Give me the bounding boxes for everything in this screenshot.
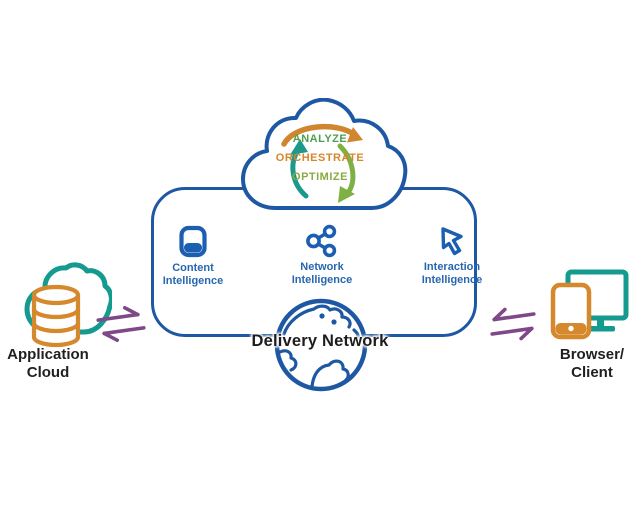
globe-icon bbox=[274, 298, 368, 392]
intel-label-line: Intelligence bbox=[162, 275, 224, 287]
green-cycle-arrow bbox=[337, 143, 356, 197]
node-label-line: Browser/ bbox=[559, 346, 625, 363]
intel-label-line: Network bbox=[300, 261, 344, 273]
network-icon bbox=[306, 224, 337, 258]
interaction-icon bbox=[441, 227, 463, 256]
cycle-step-orchestrate: ORCHESTRATE bbox=[275, 152, 365, 164]
delivery-network-label: Delivery Network bbox=[251, 332, 389, 350]
intel-label-line: Intelligence bbox=[421, 274, 483, 286]
node-label-line: Application bbox=[7, 346, 89, 363]
cloud-cycle-icon bbox=[241, 98, 408, 210]
intel-label-line: Interaction bbox=[423, 261, 481, 273]
phone-icon bbox=[550, 282, 592, 340]
node-label-line: Cloud bbox=[26, 364, 70, 381]
application-cloud-icon bbox=[24, 262, 112, 348]
application-cloud-label: Application Cloud bbox=[0, 346, 96, 382]
node-label-line: Client bbox=[571, 364, 613, 381]
cycle-step-optimize: OPTIMIZE bbox=[292, 171, 348, 183]
browser-client-label: Browser/ Client bbox=[552, 346, 631, 382]
right-exchange-arrows-icon bbox=[490, 307, 536, 341]
orange-cycle-arrow bbox=[281, 123, 358, 147]
intelligence-item-interaction: Interaction Intelligence bbox=[402, 224, 502, 287]
browser-client-icon bbox=[550, 269, 629, 340]
intelligence-item-content: Content Intelligence bbox=[143, 224, 243, 288]
intelligence-item-network: Network Intelligence bbox=[272, 224, 372, 287]
content-icon bbox=[179, 225, 207, 258]
database-icon bbox=[31, 284, 81, 348]
left-exchange-arrows-icon bbox=[96, 306, 146, 342]
intel-label-line: Content bbox=[172, 262, 214, 274]
cycle-step-analyze: ANALYZE bbox=[292, 133, 348, 145]
intel-label-line: Intelligence bbox=[291, 274, 353, 286]
